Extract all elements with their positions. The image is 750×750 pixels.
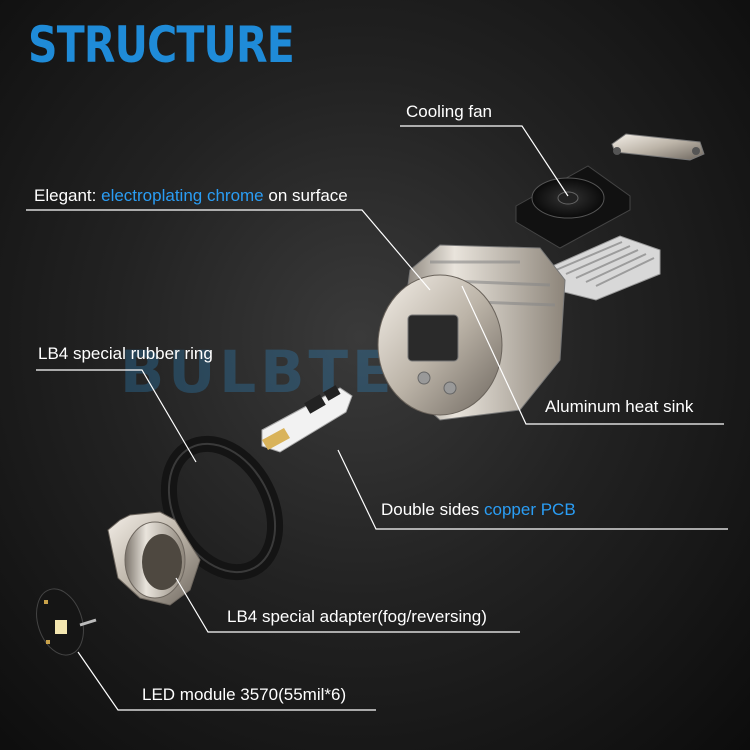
page-title: STRUCTURE bbox=[28, 16, 295, 74]
label-rubber-ring: LB4 special rubber ring bbox=[38, 344, 213, 363]
copper-pcb-part bbox=[261, 385, 353, 453]
label-elegant-suffix: on surface bbox=[263, 186, 348, 205]
heat-sink-plate bbox=[547, 235, 661, 301]
label-electroplating-surface: Elegant: electroplating chrome on surfac… bbox=[34, 186, 348, 206]
led-module-part bbox=[36, 588, 97, 656]
label-aluminum-heat-sink: Aluminum heat sink bbox=[545, 397, 694, 416]
aluminum-heat-sink-body bbox=[377, 244, 566, 421]
label-led-module: LED module 3570(55mil*6) bbox=[142, 685, 347, 704]
label-copper-pcb: Double sides copper PCB bbox=[381, 500, 576, 520]
label-pcb-highlight: copper PCB bbox=[484, 500, 576, 519]
label-adapter: LB4 special adapter(fog/reversing) bbox=[227, 607, 487, 626]
metal-clip bbox=[611, 133, 705, 161]
label-elegant-prefix: Elegant: bbox=[34, 186, 102, 205]
cooling-fan-part bbox=[515, 165, 631, 249]
label-pcb-prefix: Double sides bbox=[381, 500, 485, 519]
adapter-part bbox=[107, 511, 201, 606]
label-elegant-highlight: electroplating chrome bbox=[101, 186, 264, 205]
label-cooling-fan: Cooling fan bbox=[406, 102, 493, 121]
leader-lines bbox=[26, 125, 728, 711]
